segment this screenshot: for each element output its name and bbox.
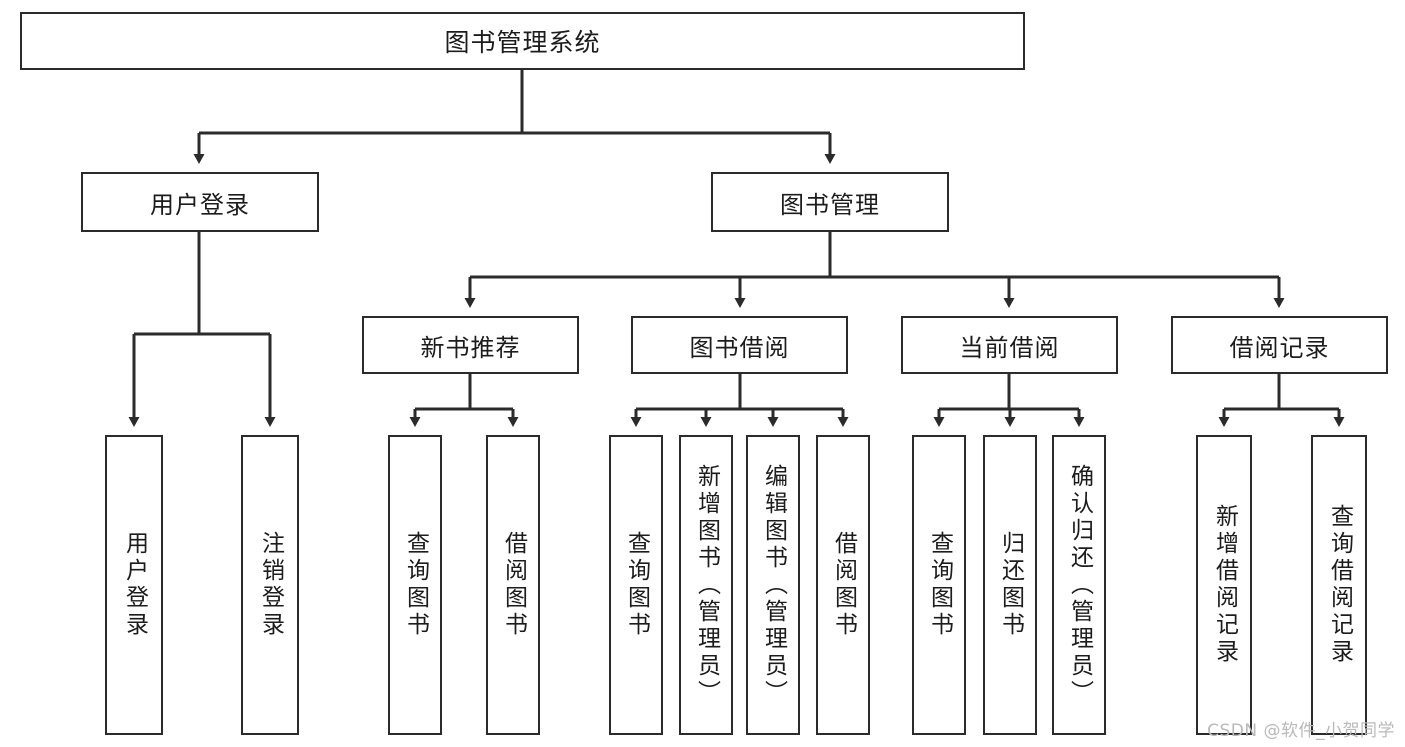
node-leaf-borrow-book-2[interactable]: 借阅图书 (816, 435, 870, 735)
leaf-label: 新增图书（管理员） (693, 463, 720, 707)
leaf-label: 确认归还（管理员） (1066, 463, 1093, 707)
node-borrow-record[interactable]: 借阅记录 (1171, 316, 1388, 374)
node-current-borrow[interactable]: 当前借阅 (901, 316, 1118, 374)
leaf-label: 编辑图书（管理员） (760, 463, 787, 707)
node-leaf-query-borrow-record[interactable]: 查询借阅记录 (1311, 435, 1367, 735)
node-leaf-add-borrow-record[interactable]: 新增借阅记录 (1196, 435, 1252, 735)
node-user-login[interactable]: 用户登录 (81, 172, 319, 232)
leaf-label: 借阅图书 (500, 531, 527, 639)
node-leaf-confirm-return-admin[interactable]: 确认归还（管理员） (1052, 435, 1106, 735)
leaf-label: 查询借阅记录 (1326, 504, 1353, 666)
node-leaf-query-book-3[interactable]: 查询图书 (912, 435, 966, 735)
csdn-watermark: CSDN @软件_小贺同学 (1207, 721, 1395, 741)
node-leaf-query-book-2[interactable]: 查询图书 (609, 435, 663, 735)
leaf-label: 查询图书 (926, 531, 953, 639)
node-book-management[interactable]: 图书管理 (711, 172, 949, 232)
node-new-book-recommend[interactable]: 新书推荐 (362, 316, 579, 374)
leaf-label: 借阅图书 (830, 531, 857, 639)
leaf-label: 归还图书 (997, 531, 1024, 639)
node-leaf-edit-book-admin[interactable]: 编辑图书（管理员） (746, 435, 800, 735)
leaf-label: 注销登录 (257, 531, 284, 639)
node-book-management-system[interactable]: 图书管理系统 (20, 12, 1025, 70)
node-leaf-return-book[interactable]: 归还图书 (983, 435, 1037, 735)
node-leaf-user-login[interactable]: 用户登录 (105, 435, 163, 735)
node-leaf-add-book-admin[interactable]: 新增图书（管理员） (679, 435, 733, 735)
leaf-label: 用户登录 (121, 531, 148, 639)
leaf-label: 新增借阅记录 (1211, 504, 1238, 666)
node-book-borrow[interactable]: 图书借阅 (631, 316, 848, 374)
node-leaf-borrow-book-1[interactable]: 借阅图书 (486, 435, 540, 735)
leaf-label: 查询图书 (623, 531, 650, 639)
leaf-label: 查询图书 (402, 531, 429, 639)
node-leaf-query-book-1[interactable]: 查询图书 (388, 435, 442, 735)
node-leaf-logout-login[interactable]: 注销登录 (241, 435, 299, 735)
